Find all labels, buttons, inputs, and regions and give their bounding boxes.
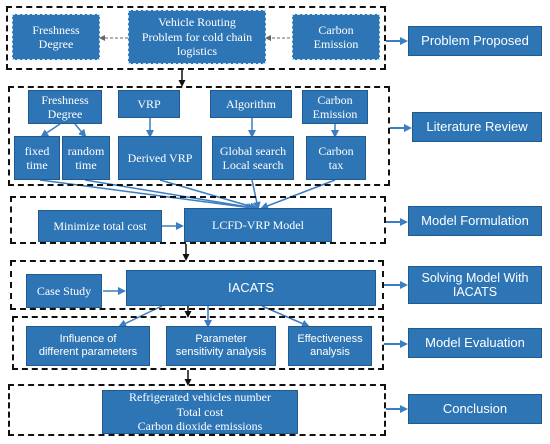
problem-vrp-cold-chain-box: Vehicle Routing Problem for cold chain l… — [128, 10, 266, 64]
stage-literature-review: Literature Review — [412, 112, 542, 142]
group-formulation — [10, 196, 386, 244]
case-study-box: Case Study — [26, 274, 102, 308]
iacats-box: IACATS — [126, 270, 376, 306]
literature-freshness-box: Freshness Degree — [28, 90, 102, 124]
problem-freshness-box: Freshness Degree — [12, 14, 100, 60]
sensitivity-analysis-box: Parameter sensitivity analysis — [166, 326, 276, 366]
stage-solving-model: Solving Model With IACATS — [408, 266, 542, 304]
group-conclusion — [8, 384, 386, 436]
literature-derived-vrp-box: Derived VRP — [118, 136, 202, 180]
stage-conclusion: Conclusion — [408, 394, 542, 424]
problem-carbon-box: Carbon Emission — [292, 14, 380, 60]
conclusion-results-box: Refrigerated vehicles number Total cost … — [102, 390, 298, 434]
group-evaluation — [12, 316, 384, 370]
literature-fixed-time-box: fixed time — [14, 136, 60, 180]
literature-carbon-box: Carbon Emission — [302, 90, 368, 124]
literature-algorithm-box: Algorithm — [210, 90, 292, 118]
influence-parameters-box: Influence of different parameters — [26, 326, 150, 366]
group-solving — [10, 260, 384, 310]
lcfd-vrp-model-box: LCFD-VRP Model — [184, 208, 332, 242]
group-literature — [8, 86, 390, 186]
minimize-cost-box: Minimize total cost — [38, 210, 162, 242]
arrow-freshness-fixed — [40, 123, 61, 138]
literature-random-time-box: random time — [62, 136, 110, 180]
effectiveness-analysis-box: Effectiveness analysis — [288, 326, 372, 366]
literature-carbon-tax-box: Carbon tax — [306, 136, 366, 180]
stage-model-evaluation: Model Evaluation — [408, 328, 542, 358]
arrow-freshness-random — [74, 123, 87, 138]
group-problem — [6, 6, 386, 70]
stage-model-formulation: Model Formulation — [408, 206, 542, 236]
stage-problem-proposed: Problem Proposed — [408, 26, 542, 56]
literature-vrp-box: VRP — [118, 90, 180, 118]
literature-search-box: Global search Local search — [212, 136, 294, 180]
